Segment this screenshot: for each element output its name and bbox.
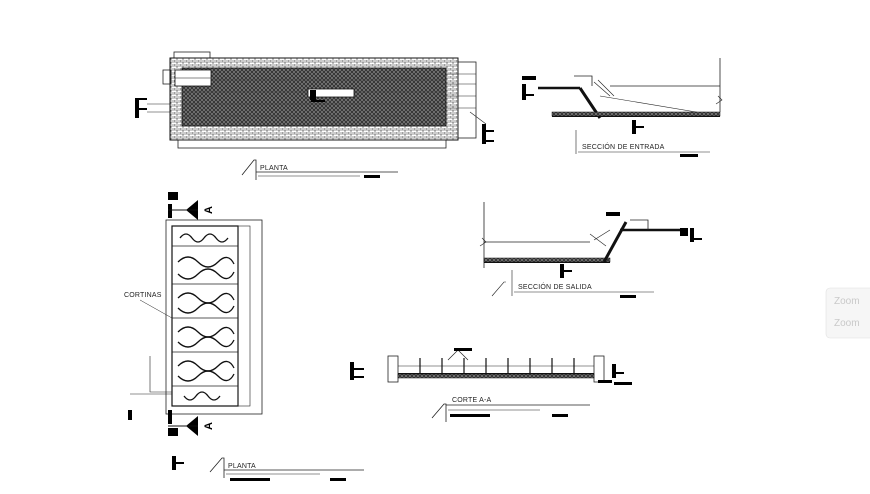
seccion-entrada-label: SECCIÓN DE ENTRADA [582, 142, 665, 151]
zoom-watermark: Zoom Zoom [825, 287, 870, 339]
title-planta-top: PLANTA [241, 159, 398, 180]
plan-vertical-cortinas: CORTINAS A A [124, 192, 263, 436]
section-entrada: SECCIÓN DE ENTRADA [522, 58, 723, 157]
seccion-salida-label: SECCIÓN DE SALIDA [518, 282, 592, 291]
cortinas-label: CORTINAS [124, 292, 162, 299]
corte-a-a-label: CORTE A-A [452, 397, 492, 404]
section-mark-a-top: A [203, 206, 215, 214]
planta-bottom-label: PLANTA [228, 463, 256, 470]
section-mark-a-bottom: A [203, 422, 215, 430]
watermark-line-1: Zoom [834, 296, 860, 307]
section-salida: SECCIÓN DE SALIDA [479, 202, 702, 298]
planta-top-label: PLANTA [260, 165, 288, 172]
plan-top-view [135, 51, 494, 149]
section-corte-a-a: CORTE A-A [350, 348, 632, 422]
watermark-line-2: Zoom [834, 318, 860, 329]
title-planta-bottom: PLANTA [172, 456, 364, 481]
